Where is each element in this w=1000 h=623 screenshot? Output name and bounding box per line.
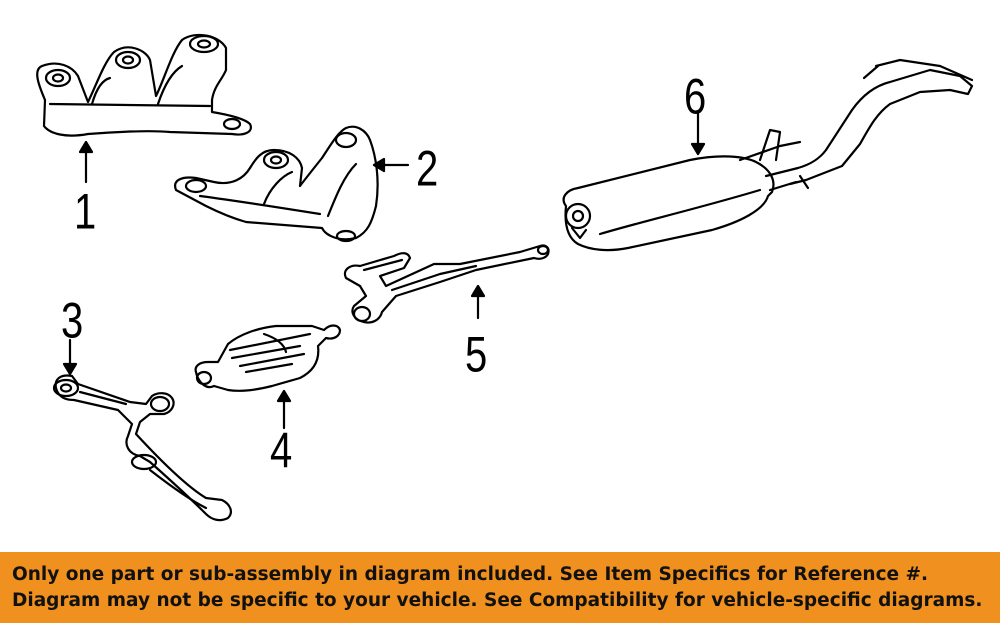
disclaimer-banner: Only one part or sub-assembly in diagram… bbox=[0, 552, 1000, 623]
exhaust-manifold-right bbox=[174, 125, 410, 243]
muffler-and-tailpipe bbox=[562, 58, 974, 252]
catalytic-converter bbox=[194, 324, 342, 430]
exhaust-y-pipe bbox=[52, 338, 232, 522]
intermediate-pipe bbox=[343, 244, 550, 324]
exhaust-system-diagram bbox=[36, 33, 974, 522]
callout-1: 1 bbox=[74, 184, 97, 240]
disclaimer-line-1: Only one part or sub-assembly in diagram… bbox=[12, 563, 929, 585]
callout-5: 5 bbox=[465, 327, 488, 383]
disclaimer-line-2: Diagram may not be specific to your vehi… bbox=[12, 589, 983, 611]
callout-4: 4 bbox=[270, 423, 293, 479]
callout-6: 6 bbox=[684, 69, 707, 125]
exhaust-manifold-left bbox=[36, 33, 252, 184]
callout-2: 2 bbox=[416, 141, 439, 197]
callout-3: 3 bbox=[61, 293, 84, 349]
